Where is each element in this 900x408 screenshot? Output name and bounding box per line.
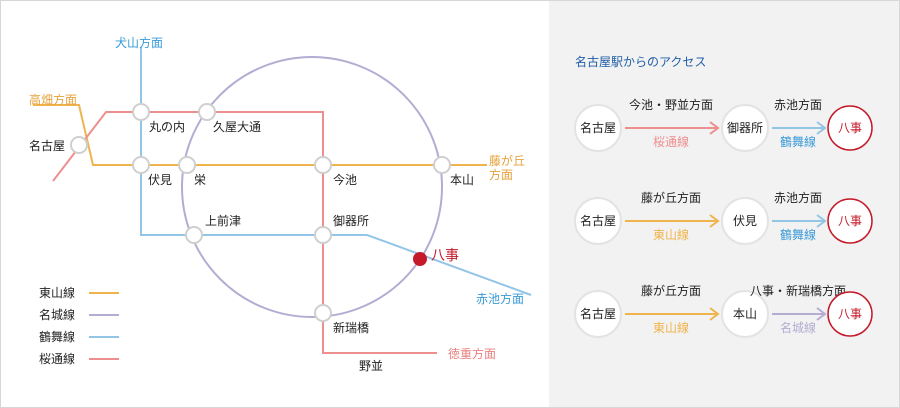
destination-station-label: 八事 <box>838 214 862 228</box>
segment-1-arrow-icon <box>709 214 720 228</box>
access-routes: 名古屋駅からのアクセス 名古屋今池・野並方面桜通線御器所赤池方面鶴舞線八事名古屋… <box>574 54 873 338</box>
segment-1-line-name: 東山線 <box>653 320 689 335</box>
direction-tokushige: 徳重方面 <box>448 346 496 361</box>
station-label-sakae: 栄 <box>194 173 206 187</box>
station-label-kamimaezu: 上前津 <box>205 213 241 228</box>
station-label-nagoya: 名古屋 <box>29 138 65 153</box>
segment-1-arrow-icon <box>709 121 720 135</box>
access-panel: 名古屋駅からのアクセス 名古屋今池・野並方面桜通線御器所赤池方面鶴舞線八事名古屋… <box>549 1 899 407</box>
legend-label: 名城線 <box>39 307 75 322</box>
station-label-marunouchi: 丸の内 <box>149 120 185 134</box>
origin-station-label: 名古屋 <box>580 306 616 321</box>
transfer-station-badge <box>721 197 769 245</box>
segment-1-line-name: 東山線 <box>653 227 689 242</box>
station-label-aratamabashi: 新瑞橋 <box>333 320 369 335</box>
meijo-line-loop <box>181 56 443 318</box>
segment-2-arrow-icon <box>816 307 827 321</box>
segment-1-direction: 藤が丘方面 <box>641 283 701 298</box>
sakuradori-line <box>52 111 437 354</box>
station-imaike-marker <box>314 156 332 174</box>
destination-station-label: 八事 <box>838 121 862 135</box>
station-yagoto-marker <box>413 252 427 266</box>
transfer-station-badge <box>721 104 769 152</box>
station-hisaya-odori-marker <box>198 103 216 121</box>
segment-2-arrow-icon <box>816 214 827 228</box>
origin-station-badge <box>574 290 622 338</box>
legend-label: 東山線 <box>39 285 75 300</box>
destination-station-badge <box>827 105 873 151</box>
segment-1-arrow-icon <box>709 307 720 321</box>
station-label-motoyama: 本山 <box>450 173 474 187</box>
tsurumai-line <box>140 47 532 296</box>
station-gokiso-marker <box>314 226 332 244</box>
origin-station-badge <box>574 104 622 152</box>
station-marunouchi-marker <box>132 103 150 121</box>
destination-station-label: 八事 <box>838 307 862 321</box>
segment-2-direction: 八事・新瑞橋方面 <box>750 283 846 298</box>
transfer-station-label: 本山 <box>733 307 757 321</box>
segment-2-direction: 赤池方面 <box>774 97 822 112</box>
direction-inuyama: 犬山方面 <box>115 35 163 50</box>
segment-1-direction: 今池・野並方面 <box>629 97 713 112</box>
station-sakae-marker <box>178 156 196 174</box>
segment-1-line-name: 桜通線 <box>653 134 689 149</box>
station-label-nonami: 野並 <box>359 359 383 373</box>
segment-1-direction: 藤が丘方面 <box>641 190 701 205</box>
direction-takabata: 高畑方面 <box>29 92 77 107</box>
station-kamimaezu-marker <box>185 226 203 244</box>
destination-station-badge <box>827 198 873 244</box>
panel-title: 名古屋駅からのアクセス <box>575 54 706 69</box>
origin-station-label: 名古屋 <box>580 213 616 228</box>
station-label-fushimi: 伏見 <box>148 173 172 187</box>
legend-label: 桜通線 <box>39 351 75 366</box>
transfer-station-badge <box>721 290 769 338</box>
transfer-station-label: 伏見 <box>733 214 757 228</box>
subway-map: 名古屋 丸の内 久屋大通 伏見 栄 今池 本山 上前津 御器所 新瑞橋 野並 八… <box>29 35 532 373</box>
station-label-gokiso: 御器所 <box>333 213 369 228</box>
destination-station-badge <box>827 291 873 337</box>
segment-2-arrow-icon <box>816 121 827 135</box>
station-label-imaike: 今池 <box>333 172 357 187</box>
station-nagoya-marker <box>70 136 88 154</box>
segment-2-line-name: 名城線 <box>780 320 816 335</box>
transfer-station-label: 御器所 <box>727 120 763 135</box>
segment-2-line-name: 鶴舞線 <box>780 134 816 149</box>
legend-label: 鶴舞線 <box>39 329 75 344</box>
direction-akaike: 赤池方面 <box>476 291 524 306</box>
higashiyama-line <box>33 104 487 166</box>
station-label-hisaya-odori: 久屋大通 <box>213 120 261 134</box>
origin-station-label: 名古屋 <box>580 120 616 135</box>
station-motoyama-marker <box>433 156 451 174</box>
origin-station-badge <box>574 197 622 245</box>
station-label-yagoto: 八事 <box>431 248 459 264</box>
station-fushimi-marker <box>132 156 150 174</box>
segment-2-line-name: 鶴舞線 <box>780 227 816 242</box>
direction-fujigaoka-line2: 方面 <box>489 167 513 182</box>
segment-2-direction: 赤池方面 <box>774 190 822 205</box>
direction-fujigaoka-line1: 藤が丘 <box>489 153 525 168</box>
station-aratamabashi-marker <box>314 304 332 322</box>
